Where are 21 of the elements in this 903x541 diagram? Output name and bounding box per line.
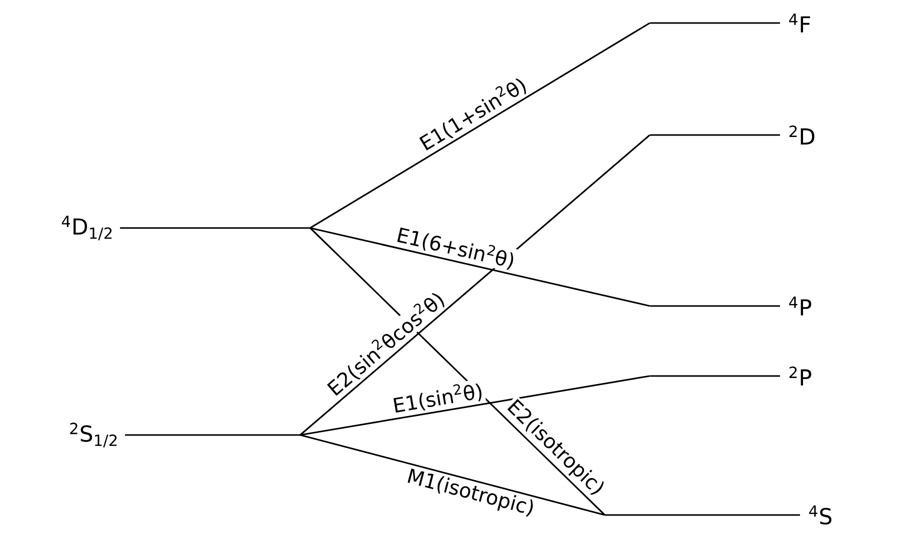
energy-level: $^{4}$S	[605, 505, 832, 525]
node-label: $^{2}$D	[790, 126, 814, 144]
transition-line	[300, 375, 650, 436]
energy-level: $^{4}$P	[650, 296, 812, 316]
energy-level: $^{2}$D	[650, 126, 814, 144]
node-label: $^{4}$D$_{1/2}$	[62, 216, 112, 240]
node-label: $^{4}$S	[809, 505, 832, 525]
node-label: $^{4}$F	[789, 14, 810, 32]
transition-line	[310, 22, 650, 229]
energy-level: $^{2}$P	[650, 366, 812, 386]
energy-level: $^{4}$D$_{1/2}$	[62, 216, 310, 240]
node-label: $^{2}$P	[790, 366, 812, 386]
energy-level: $^{4}$F	[650, 14, 810, 32]
transition-line	[310, 227, 650, 307]
transition-line	[310, 227, 606, 516]
node-label: $^{4}$P	[789, 296, 812, 316]
transition-line	[300, 434, 605, 516]
transition-line	[300, 134, 650, 436]
node-label: $^{2}$S$_{1/2}$	[70, 422, 117, 448]
energy-level: $^{2}$S$_{1/2}$	[70, 422, 300, 448]
edge-label: E1(sin$^{2}$θ)	[389, 378, 486, 418]
